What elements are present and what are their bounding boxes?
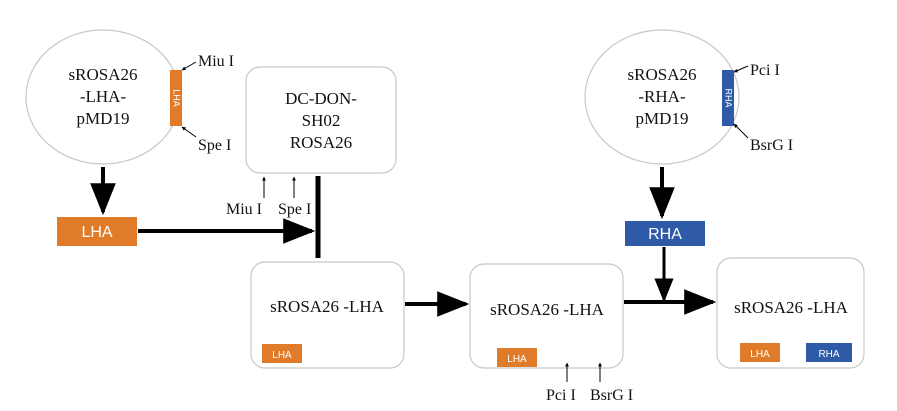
construct-2-insert-label: LHA bbox=[507, 354, 527, 365]
construct-3: sROSA26 -LHA LHA RHA bbox=[716, 257, 865, 369]
construct-2-insert bbox=[497, 348, 537, 367]
vector-line1: DC-DON- bbox=[285, 89, 357, 108]
construct-1-outline bbox=[250, 261, 405, 369]
fragment-rha-bar bbox=[625, 221, 705, 246]
plasmid-rha-line1: sROSA26 bbox=[628, 65, 697, 84]
construct-1-label: sROSA26 -LHA bbox=[270, 297, 385, 316]
plasmid-lha-line3: pMD19 bbox=[77, 109, 130, 128]
construct-1: sROSA26 -LHA LHA bbox=[250, 261, 405, 369]
construct-2-label: sROSA26 -LHA bbox=[490, 300, 605, 319]
miu-site-arrow bbox=[181, 61, 197, 71]
construct-3-label: sROSA26 -LHA bbox=[734, 298, 849, 317]
plasmid-rha-site-top: Pci I bbox=[750, 62, 780, 79]
plasmid-rha-circle bbox=[584, 29, 740, 165]
fragment-rha-label: RHA bbox=[648, 226, 682, 243]
construct-2-site1: Pci I bbox=[546, 387, 576, 404]
construct-3-insert-rha-label: RHA bbox=[818, 349, 839, 360]
vector-line2: SH02 bbox=[302, 111, 341, 130]
plasmid-rha-insert-label: RHA bbox=[724, 88, 734, 107]
plasmid-rha-insert bbox=[722, 70, 734, 126]
plasmid-lha-line1: sROSA26 bbox=[69, 65, 138, 84]
vector-site2: Spe I bbox=[278, 201, 311, 218]
plasmid-lha: sROSA26 -LHA- pMD19 LHA Miu I Spe I bbox=[25, 29, 234, 165]
plasmid-rha-line2: -RHA- bbox=[638, 87, 686, 106]
vector-box-outline bbox=[245, 66, 397, 174]
flow-arrows bbox=[90, 167, 717, 317]
plasmid-rha-site-bottom: BsrG I bbox=[750, 137, 793, 154]
construct-2-site2: BsrG I bbox=[590, 387, 633, 404]
construct-3-insert-lha-label: LHA bbox=[750, 349, 770, 360]
construct-3-outline bbox=[716, 257, 865, 369]
fragment-lha-label: LHA bbox=[81, 224, 112, 241]
fragment-rha: RHA bbox=[625, 221, 705, 246]
plasmid-lha-site-bottom: Spe I bbox=[198, 137, 231, 154]
bsrg-site-arrow bbox=[733, 123, 749, 139]
construct-3-insert-lha bbox=[740, 343, 780, 362]
construct-1-insert bbox=[262, 344, 302, 363]
construct-2: sROSA26 -LHA LHA Pci I BsrG I bbox=[469, 263, 633, 404]
spe-site-arrow bbox=[181, 126, 197, 138]
construct-2-outline bbox=[469, 263, 624, 369]
construct-1-insert-label: LHA bbox=[272, 350, 292, 361]
vector-site1: Miu I bbox=[226, 201, 262, 218]
vector-box: DC-DON- SH02 ROSA26 Miu I Spe I bbox=[226, 66, 397, 218]
vector-line3: ROSA26 bbox=[290, 133, 352, 152]
plasmid-lha-line2: -LHA- bbox=[80, 87, 127, 106]
plasmid-lha-site-top: Miu I bbox=[198, 53, 234, 70]
fragment-lha-bar bbox=[57, 217, 137, 246]
plasmid-rha-line3: pMD19 bbox=[636, 109, 689, 128]
construct-3-insert-rha bbox=[806, 343, 852, 362]
plasmid-rha: sROSA26 -RHA- pMD19 RHA Pci I BsrG I bbox=[584, 29, 793, 165]
plasmid-lha-insert bbox=[170, 70, 182, 126]
pci-site-arrow bbox=[733, 65, 749, 73]
plasmid-lha-insert-label: LHA bbox=[172, 89, 182, 107]
fragment-lha: LHA bbox=[57, 217, 137, 246]
